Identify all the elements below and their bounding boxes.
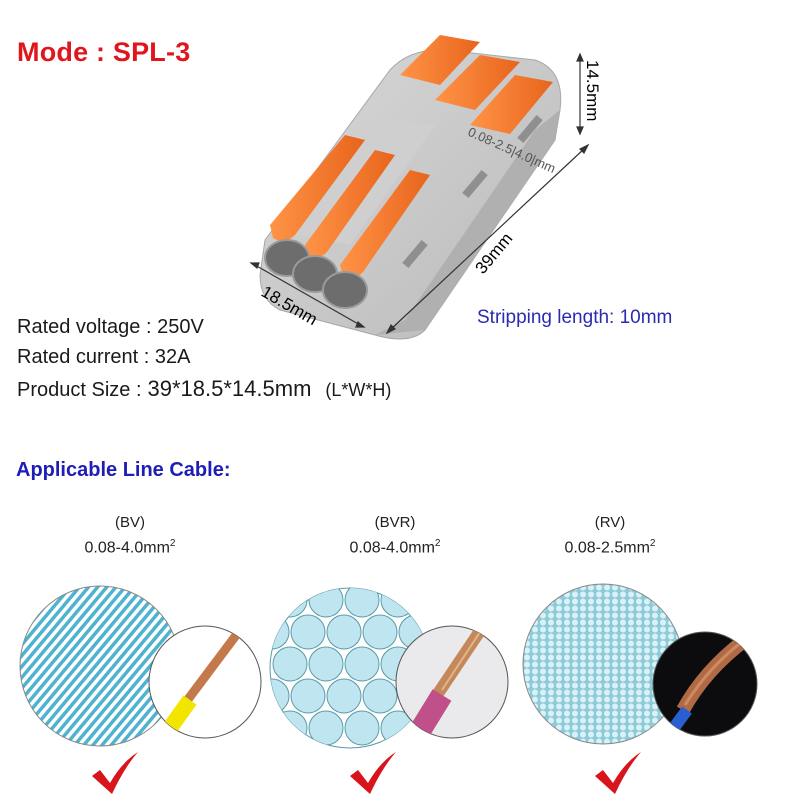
stripping-length: Stripping length: 10mm	[477, 307, 673, 328]
cable-rv: (RV) 0.08-2.5mm2	[515, 510, 785, 800]
fine-stranded-wire-cross-section-icon	[522, 583, 758, 745]
cable-type-label: (BV)	[115, 514, 145, 531]
connector-product-image: 0.08-2.5|4.0|mm 14.5mm 39mm 18.5mm	[249, 35, 602, 340]
cable-type-label: (BVR)	[374, 514, 416, 531]
cable-range-label: 0.08-4.0mm2	[84, 538, 176, 557]
product-size-unit: (L*W*H)	[325, 380, 392, 400]
applicable-cable-title: Applicable Line Cable:	[16, 459, 231, 481]
cable-range-label: 0.08-2.5mm2	[564, 538, 656, 557]
height-dimension: 14.5mm	[583, 60, 602, 121]
mode-title: Mode : SPL-3	[17, 37, 191, 67]
product-size-value: 39*18.5*14.5mm	[147, 376, 312, 401]
check-icon	[92, 752, 138, 794]
stranded-wire-cross-section-icon	[269, 587, 509, 749]
check-icon	[350, 752, 396, 794]
cable-type-label: (RV)	[594, 514, 626, 531]
check-icon	[595, 752, 641, 794]
cable-bv: (BV) 0.08-4.0mm2	[0, 510, 270, 800]
solid-wire-cross-section-icon	[19, 585, 262, 747]
cable-bvr: (BVR) 0.08-4.0mm2	[262, 510, 532, 800]
product-size-label: Product Size :	[17, 379, 142, 401]
product-size: Product Size :39*18.5*14.5mm (L*W*H)	[17, 376, 391, 402]
rated-current: Rated current : 32A	[17, 346, 191, 368]
rated-voltage: Rated voltage : 250V	[17, 316, 204, 338]
cable-range-label: 0.08-4.0mm2	[349, 538, 441, 557]
